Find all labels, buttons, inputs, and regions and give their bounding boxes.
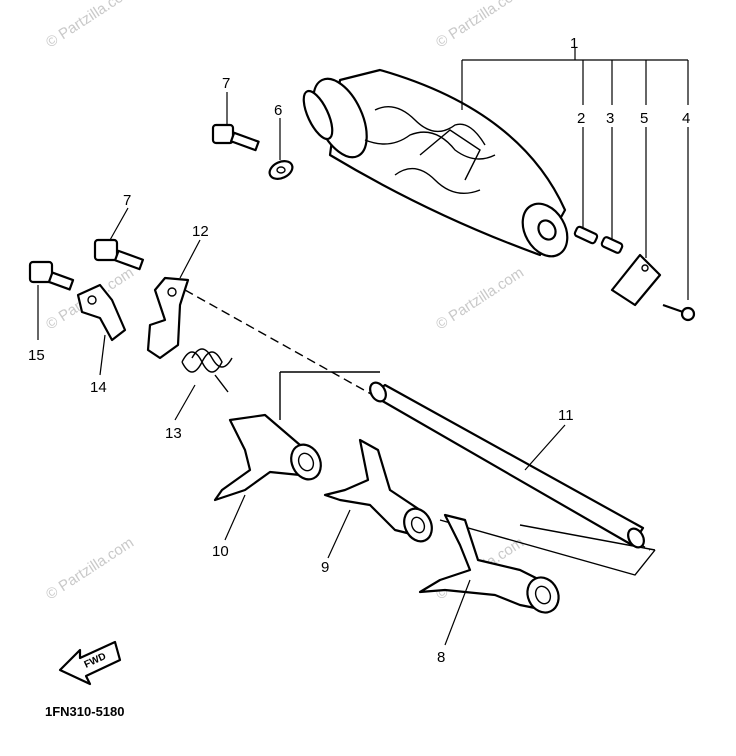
guide-bar <box>369 381 645 549</box>
callout-1: 1 <box>570 35 578 52</box>
callout-6: 6 <box>274 102 282 119</box>
shift-drum <box>302 68 569 258</box>
watermark-5: © Partzilla.com <box>43 534 137 603</box>
callout-4: 4 <box>682 110 690 127</box>
shift-arm-plate <box>146 276 190 360</box>
bolt-lower <box>93 238 145 271</box>
callout-2: 2 <box>577 110 585 127</box>
callout-11: 11 <box>558 407 574 424</box>
callout-5: 5 <box>640 110 648 127</box>
callout-14: 14 <box>90 379 107 396</box>
callout-3: 3 <box>606 110 614 127</box>
callout-8: 8 <box>437 649 445 666</box>
bolt-15 <box>28 260 75 291</box>
callout-leader-lines <box>37 48 689 646</box>
shift-fork-10 <box>213 413 322 502</box>
drum-pin-and-spring <box>573 225 624 254</box>
callout-12: 12 <box>192 223 209 240</box>
callout-9: 9 <box>321 559 329 576</box>
callout-7b: 7 <box>123 192 131 209</box>
bolt-upper <box>211 123 260 152</box>
callout-15: 15 <box>28 347 45 364</box>
callout-10: 10 <box>212 543 229 560</box>
stopper-lever <box>76 283 127 342</box>
callout-13: 13 <box>165 425 182 442</box>
callout-numbers: 1 2 3 5 4 7 6 7 12 15 14 13 11 10 9 8 <box>28 35 690 666</box>
watermark-1: © Partzilla.com <box>43 0 137 51</box>
diagram-code: 1FN310-5180 <box>45 704 125 719</box>
forward-direction-arrow: FWD <box>58 640 122 686</box>
torsion-spring <box>181 348 233 393</box>
drum-plate <box>610 253 662 307</box>
shift-fork-9 <box>323 438 433 543</box>
washer <box>268 160 294 180</box>
shift-fork-8 <box>418 513 560 614</box>
watermark-4: © Partzilla.com <box>433 264 527 333</box>
callout-7a: 7 <box>222 75 230 92</box>
watermarks: © Partzilla.com © Partzilla.com © Partzi… <box>43 0 527 603</box>
drum-screw <box>662 303 696 322</box>
watermark-2: © Partzilla.com <box>433 0 527 51</box>
